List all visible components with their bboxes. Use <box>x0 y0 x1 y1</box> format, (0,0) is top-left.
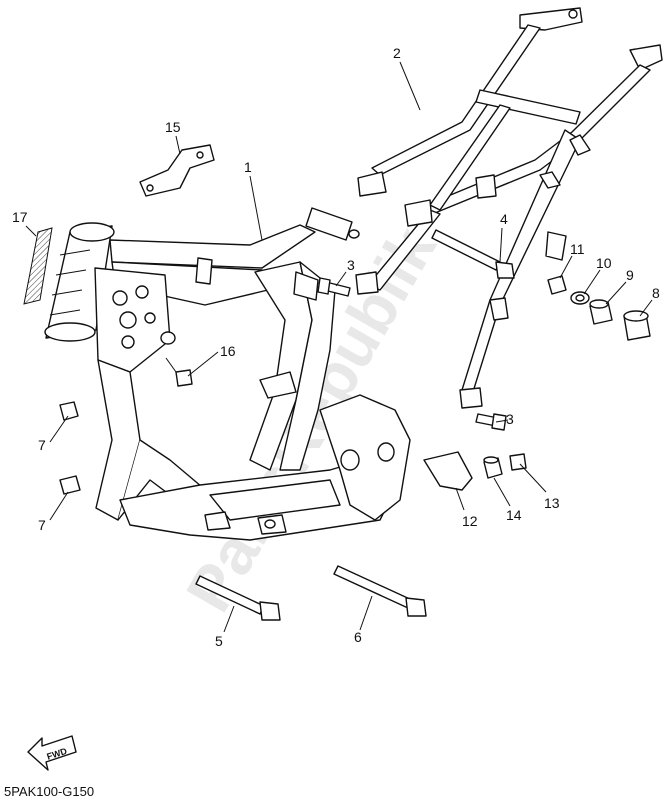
callout-14: 14 <box>506 507 522 523</box>
callout-6: 6 <box>354 629 362 645</box>
callout-12: 12 <box>462 513 478 529</box>
rear-subframe[interactable] <box>355 7 663 409</box>
leader-lines <box>25 61 653 633</box>
callout-16: 16 <box>220 343 236 359</box>
part-15-bracket[interactable] <box>139 144 215 197</box>
callout-10: 10 <box>596 255 612 271</box>
callout-5: 5 <box>215 633 223 649</box>
part-5-bolt[interactable] <box>195 575 281 621</box>
part-16-bolt[interactable] <box>165 357 193 387</box>
callout-13: 13 <box>544 495 560 511</box>
part-11-nut[interactable] <box>547 275 567 295</box>
part-4-bolt[interactable] <box>431 229 515 279</box>
callout-17: 17 <box>12 209 28 225</box>
callouts: 1 2 3 3 4 5 6 7 7 8 9 10 11 12 13 14 15 … <box>12 45 660 649</box>
callout-2: 2 <box>393 45 401 61</box>
main-frame[interactable] <box>44 207 411 541</box>
part-9-collar[interactable] <box>589 299 613 325</box>
part-12-damper[interactable] <box>423 451 473 491</box>
callout-8: 8 <box>652 285 660 301</box>
part-8-damper[interactable] <box>623 310 651 341</box>
part-3-bolt-lower[interactable] <box>475 413 507 431</box>
fwd-arrow-icon: FWD <box>27 735 77 771</box>
part-14-collar[interactable] <box>483 456 503 479</box>
callout-15: 15 <box>165 119 181 135</box>
part-10-washer[interactable] <box>570 291 590 305</box>
drawing-code: 5PAK100-G150 <box>4 784 94 799</box>
part-3-bolt-upper[interactable] <box>317 277 351 297</box>
part-7-nut-upper[interactable] <box>59 401 79 421</box>
callout-7b: 7 <box>38 517 46 533</box>
callout-1: 1 <box>244 159 252 175</box>
callout-9: 9 <box>626 267 634 283</box>
callout-7a: 7 <box>38 437 46 453</box>
callout-11: 11 <box>570 241 585 257</box>
callout-3a: 3 <box>347 257 355 273</box>
part-17-label[interactable] <box>23 227 53 305</box>
callout-3b: 3 <box>506 411 514 427</box>
part-7-nut-lower[interactable] <box>59 475 81 495</box>
part-6-bolt[interactable] <box>333 565 427 617</box>
callout-4: 4 <box>500 211 508 227</box>
